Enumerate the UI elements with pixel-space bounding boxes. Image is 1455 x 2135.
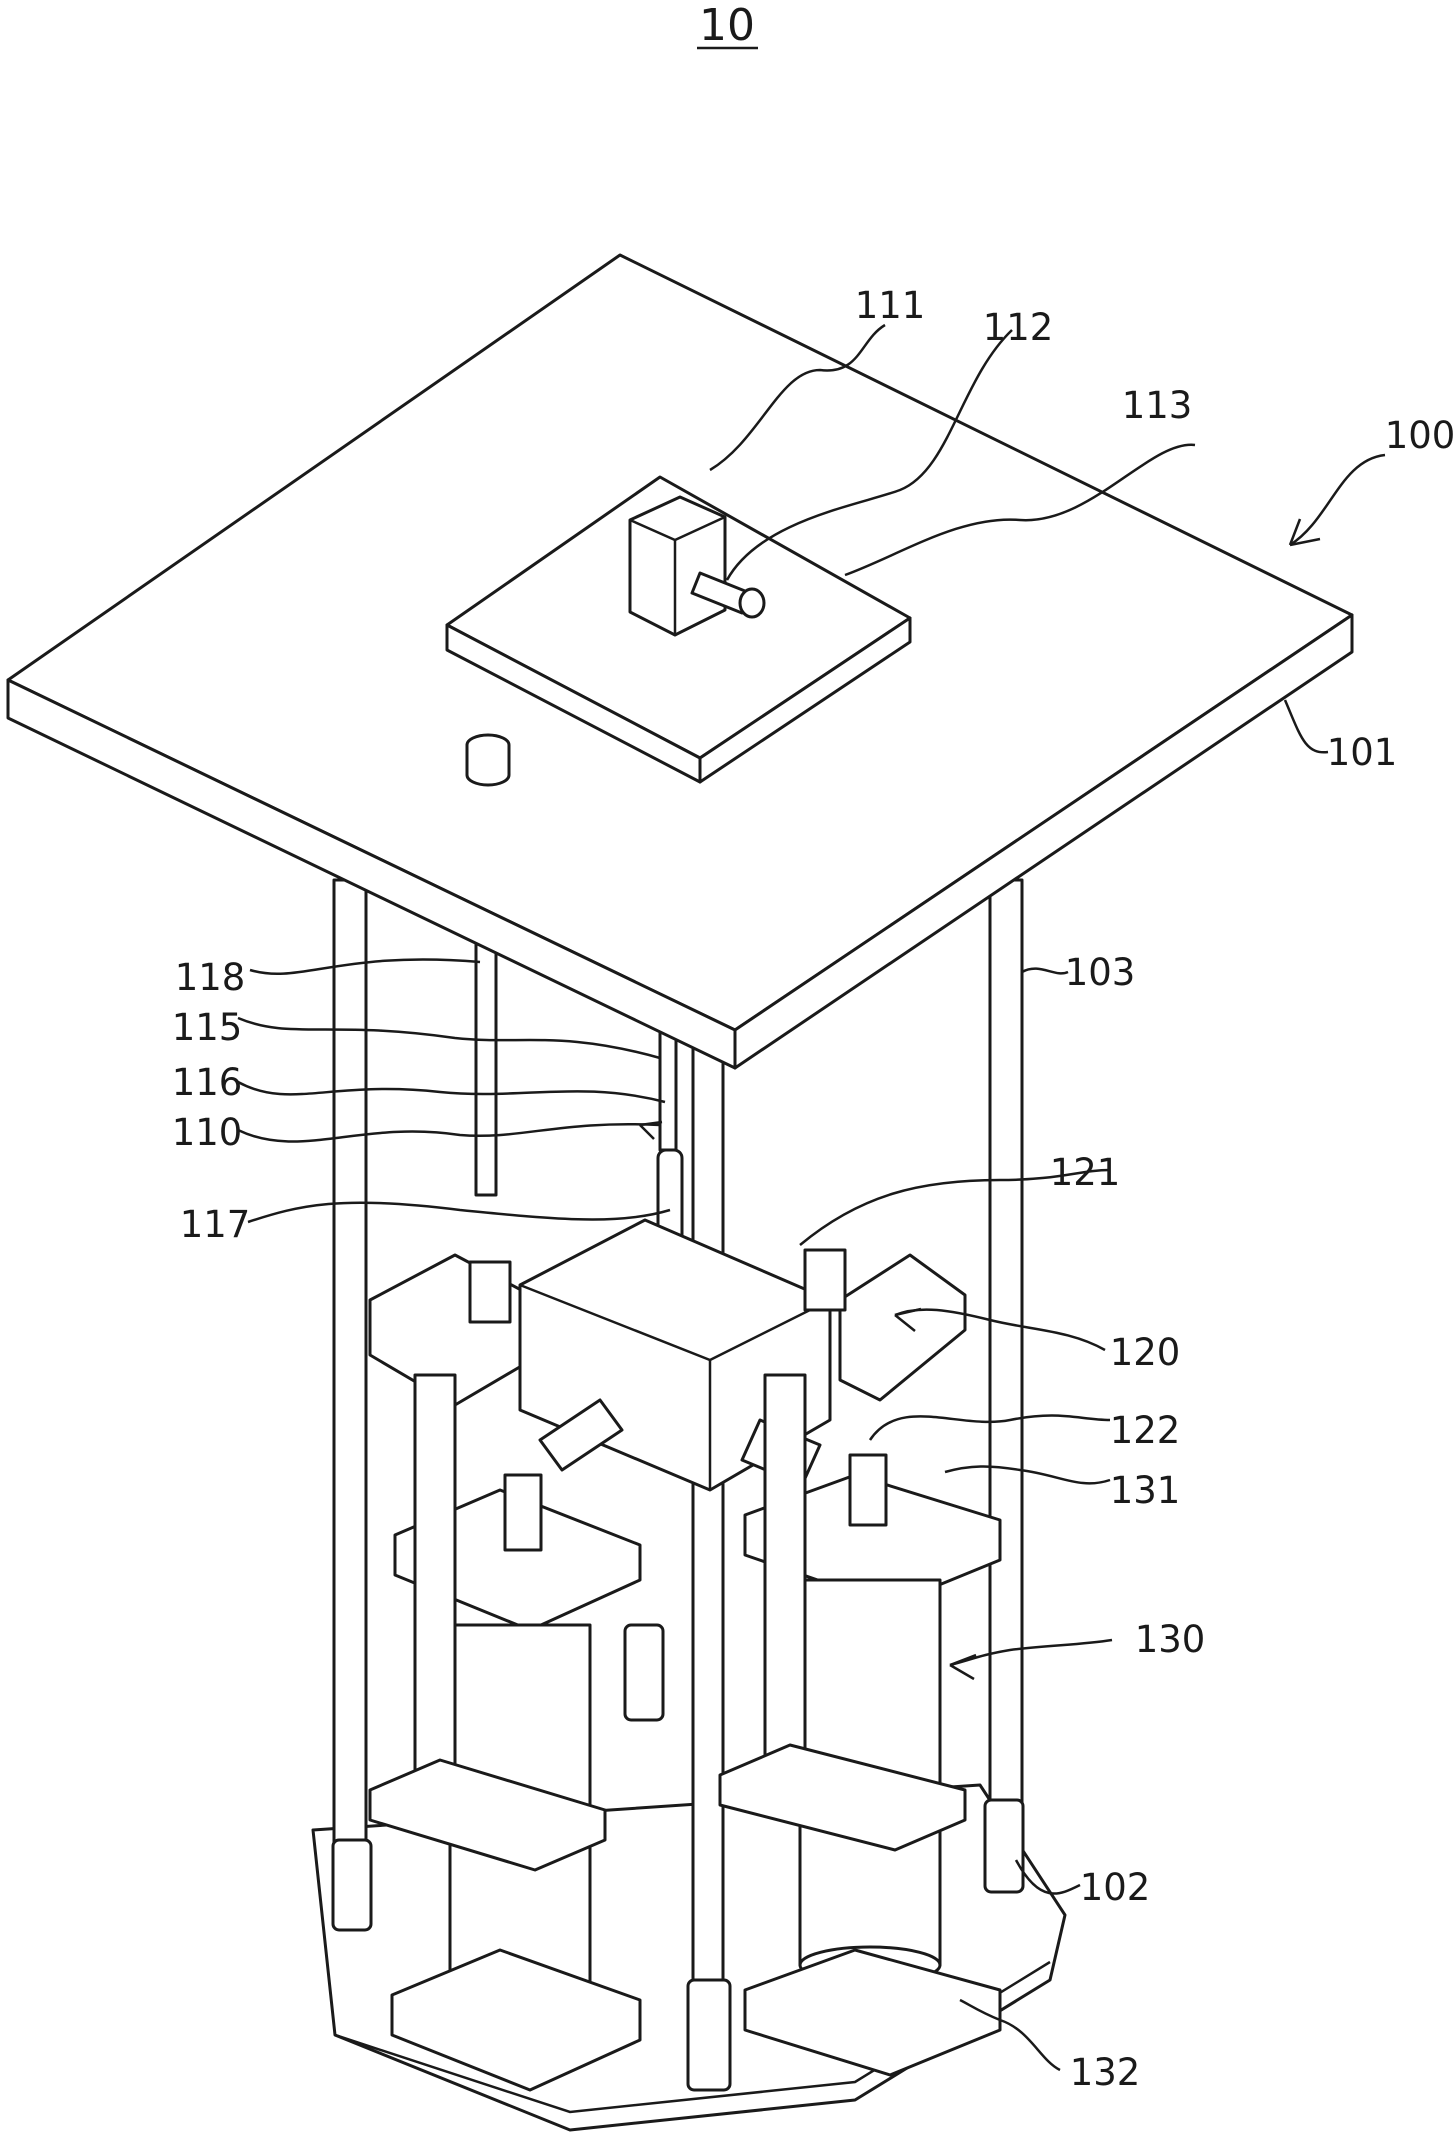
label-102: 102 xyxy=(1080,1866,1151,1909)
sensor-housing-111 xyxy=(628,495,727,637)
valve-block-120 xyxy=(368,1218,967,1492)
leader-lines xyxy=(237,323,1386,2072)
support-posts-103 xyxy=(331,878,1025,2092)
label-117: 117 xyxy=(180,1203,251,1246)
label-100: 100 xyxy=(1385,414,1455,457)
label-110: 110 xyxy=(172,1111,243,1154)
cylinder-130-right xyxy=(740,1418,1002,2077)
probe-112 xyxy=(690,571,766,619)
label-115: 115 xyxy=(172,1006,243,1049)
label-116: 116 xyxy=(172,1061,243,1104)
label-101: 101 xyxy=(1327,731,1398,774)
rods-118-116 xyxy=(474,938,684,1272)
label-122: 122 xyxy=(1110,1409,1181,1452)
figure-number: 10 xyxy=(699,0,755,51)
label-132: 132 xyxy=(1070,2051,1141,2094)
label-111: 111 xyxy=(855,284,926,327)
label-131: 131 xyxy=(1110,1469,1181,1512)
rear-cylinders xyxy=(368,1373,967,1872)
reference-labels: 100 101 102 103 110 111 112 113 115 116 … xyxy=(172,284,1455,2094)
label-130: 130 xyxy=(1135,1618,1206,1661)
label-112: 112 xyxy=(983,306,1054,349)
label-120: 120 xyxy=(1110,1331,1181,1374)
label-103: 103 xyxy=(1065,951,1136,994)
label-118: 118 xyxy=(175,956,246,999)
label-113: 113 xyxy=(1122,384,1193,427)
label-121: 121 xyxy=(1050,1151,1121,1194)
